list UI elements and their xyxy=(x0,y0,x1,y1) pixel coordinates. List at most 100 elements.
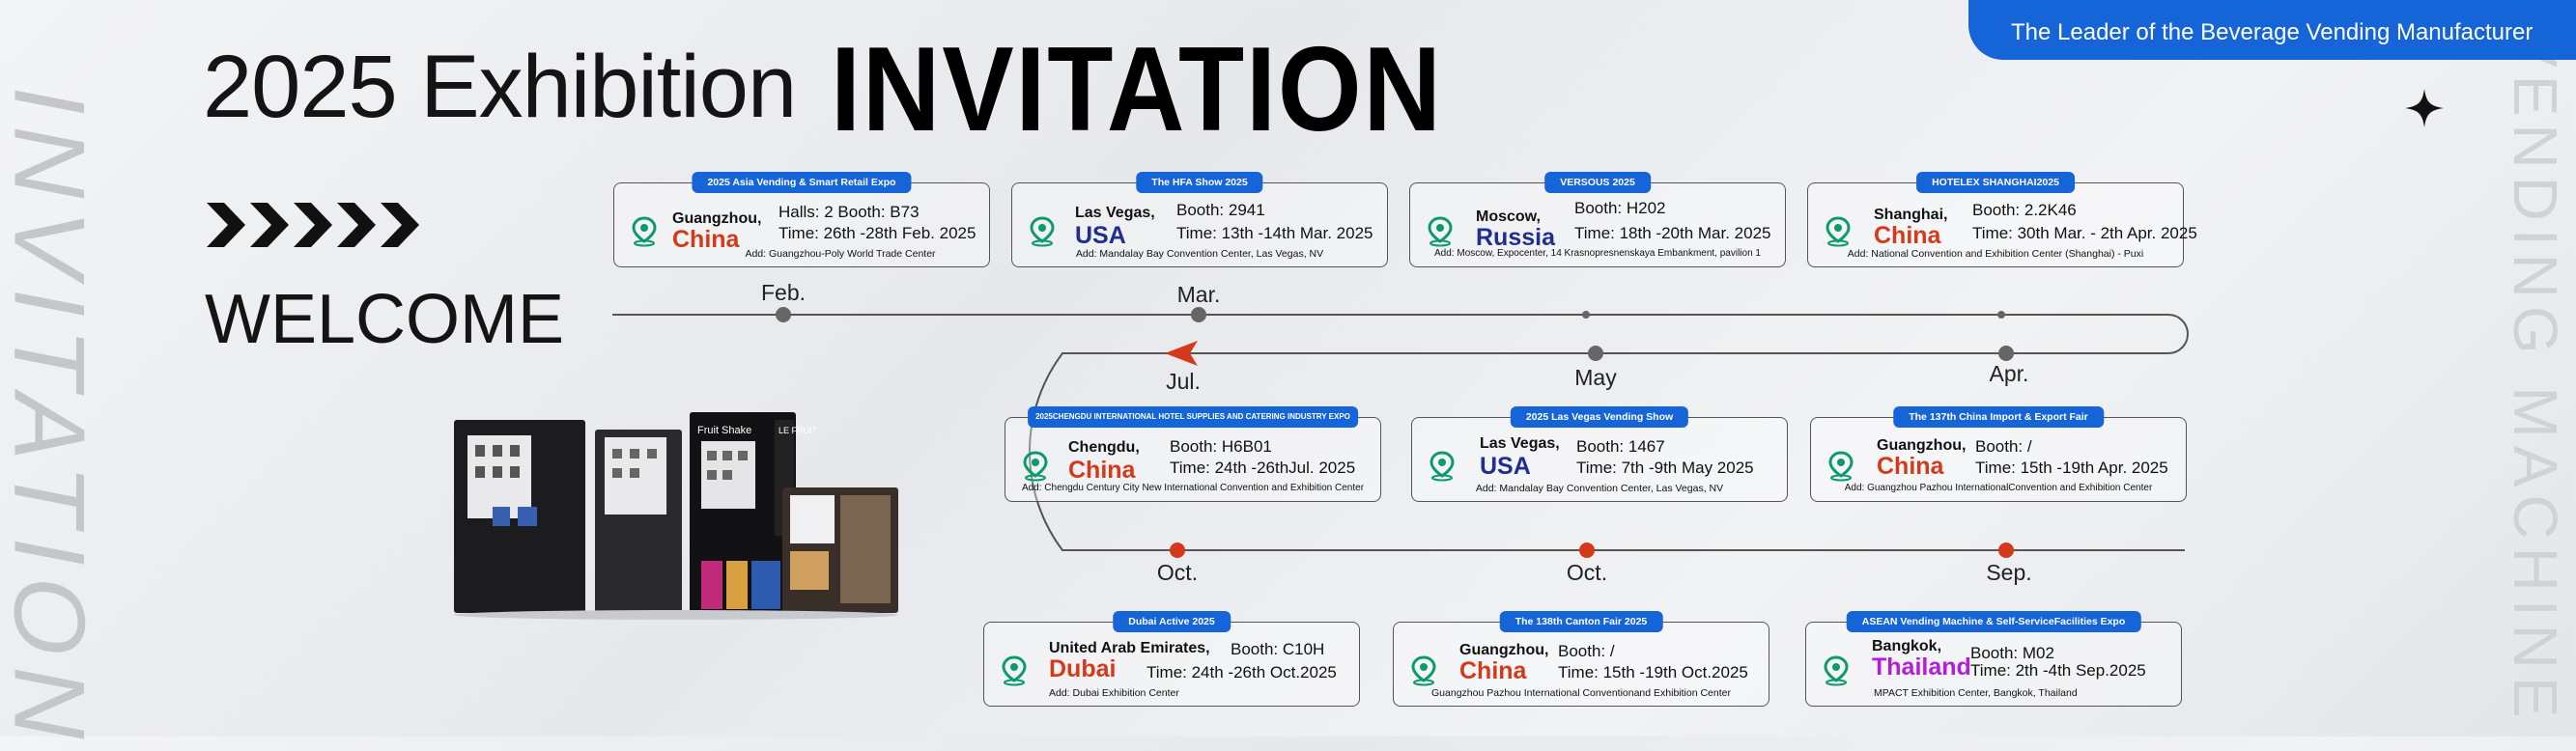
event-time: Time: 2th -4th Sep.2025 xyxy=(1970,661,2146,680)
event-city: Las Vegas, xyxy=(1480,435,1560,452)
event-card: 2025 Las Vegas Vending Show Las Vegas, U… xyxy=(1411,406,1788,502)
event-time: Time: 24th -26th Oct.2025 xyxy=(1146,663,1337,681)
timeline-dot xyxy=(1579,542,1595,558)
location-pin-icon xyxy=(1002,655,1027,686)
event-time: Time: 7th -9th May 2025 xyxy=(1576,459,1754,477)
event-card: The HFA Show 2025 Las Vegas, USA Booth: … xyxy=(1011,172,1388,267)
event-booth: Booth: / xyxy=(1558,642,1615,660)
timeline-dot xyxy=(1191,307,1206,322)
timeline-dot xyxy=(1588,346,1603,361)
location-pin-icon xyxy=(1430,451,1455,482)
event-booth: Booth: 2941 xyxy=(1176,201,1265,219)
timeline-dot xyxy=(1998,542,2014,558)
event-booth: Halls: 2 Booth: B73 xyxy=(778,203,920,221)
event-city: Guangzhou, xyxy=(1877,437,1967,454)
month-label: Feb. xyxy=(760,280,807,305)
vending-machines-image: Fruit Shake LE FRUIT xyxy=(454,412,898,620)
event-booth: Booth: M02 xyxy=(1970,644,2054,662)
timeline-dot xyxy=(1582,311,1590,319)
event-booth: Booth: H6B01 xyxy=(1170,437,1272,456)
le-fruit-screen-text: LE FRUIT xyxy=(778,426,818,435)
timeline-dot xyxy=(1998,346,2014,361)
event-address: Add: Guangzhou-Poly World Trade Center xyxy=(745,248,936,260)
event-address: Add: Chengdu Century City New Internatio… xyxy=(1021,483,1365,493)
event-name: HOTELEX SHANGHAI2025 xyxy=(1916,172,2075,193)
event-time: Time: 15th -19th Apr. 2025 xyxy=(1975,459,2168,477)
event-country: Thailand xyxy=(1872,654,1971,681)
event-card: 2025 Asia Vending & Smart Retail Expo Gu… xyxy=(613,172,990,267)
event-city: Moscow, xyxy=(1476,209,1541,225)
event-booth: Booth: H202 xyxy=(1574,199,1666,217)
month-label: Oct. xyxy=(1156,560,1199,585)
event-country: Russia xyxy=(1476,224,1555,251)
tagline-banner xyxy=(1968,0,2576,60)
invitation-title: INVITATION xyxy=(831,23,1443,156)
chevron-right-icon xyxy=(207,203,419,247)
event-time: Time: 26th -28th Feb. 2025 xyxy=(778,224,977,242)
event-address: Add: Dubai Exhibition Center xyxy=(1049,687,1179,699)
event-name: The 137th China Import & Export Fair xyxy=(1893,406,2104,428)
event-name: The 138th Canton Fair 2025 xyxy=(1499,611,1663,632)
event-address: Add: Guangzhou Pazhou InternationalConve… xyxy=(1844,483,2153,493)
event-booth: Booth: / xyxy=(1975,437,2032,456)
event-card: HOTELEX SHANGHAI2025 Shanghai, China Boo… xyxy=(1807,172,2197,267)
location-pin-icon xyxy=(632,216,657,247)
event-city: United Arab Emirates, xyxy=(1049,640,1210,656)
event-country: USA xyxy=(1075,222,1126,249)
timeline-dot xyxy=(1170,542,1185,558)
event-time: Time: 24th -26thJul. 2025 xyxy=(1170,459,1356,477)
event-time: Time: 13th -14th Mar. 2025 xyxy=(1176,224,1373,242)
event-name: The HFA Show 2025 xyxy=(1136,172,1263,193)
event-city: Guangzhou, xyxy=(1459,642,1549,658)
event-address: Add: Mandalay Bay Convention Center, Las… xyxy=(1475,483,1724,494)
event-address: MPACT Exhibition Center, Bangkok, Thaila… xyxy=(1874,687,2078,699)
location-pin-icon xyxy=(1824,655,1849,686)
event-country: China xyxy=(1068,457,1136,484)
event-card: The 138th Canton Fair 2025 Guangzhou, Ch… xyxy=(1393,611,1769,707)
timeline-arrow-icon xyxy=(1165,341,1198,366)
event-time: Time: 30th Mar. - 2th Apr. 2025 xyxy=(1972,224,2197,242)
event-country: Dubai xyxy=(1049,655,1117,682)
location-pin-icon xyxy=(1030,216,1055,247)
location-pin-icon xyxy=(1023,451,1048,482)
event-card: 2025CHENGDU INTERNATIONAL HOTEL SUPPLIES… xyxy=(1005,406,1381,502)
month-label: Oct. xyxy=(1566,560,1608,585)
month-label: Sep. xyxy=(1986,560,2032,585)
event-country: USA xyxy=(1480,453,1531,480)
welcome-text: WELCOME xyxy=(205,281,565,358)
tagline-text: The Leader of the Beverage Vending Manuf… xyxy=(2011,19,2534,45)
event-country: China xyxy=(1874,222,1941,249)
event-city: Guangzhou, xyxy=(672,210,762,227)
exhibition-title: 2025 Exhibition xyxy=(203,38,797,136)
location-pin-icon xyxy=(1828,451,1854,482)
month-label: Apr. xyxy=(1989,361,2029,386)
event-name: ASEAN Vending Machine & Self-ServiceFaci… xyxy=(1846,611,2141,632)
event-address: Add: National Convention and Exhibition … xyxy=(1847,248,2144,260)
sparkle-star-icon xyxy=(2405,89,2444,127)
event-name: 2025CHENGDU INTERNATIONAL HOTEL SUPPLIES… xyxy=(1028,406,1358,428)
event-name: 2025 Asia Vending & Smart Retail Expo xyxy=(692,172,912,193)
location-pin-icon xyxy=(1826,216,1851,247)
event-name: VERSOUS 2025 xyxy=(1544,172,1651,193)
event-country: China xyxy=(1877,453,1944,480)
month-label: May xyxy=(1574,365,1617,390)
event-name: Dubai Active 2025 xyxy=(1113,611,1231,632)
location-pin-icon xyxy=(1411,655,1436,686)
location-pin-icon xyxy=(1428,216,1453,247)
fruit-shake-screen-text: Fruit Shake xyxy=(697,425,751,436)
event-address: Guangzhou Pazhou International Conventio… xyxy=(1431,687,1731,699)
event-country: China xyxy=(1459,657,1527,684)
event-city: Las Vegas, xyxy=(1075,205,1155,221)
event-city: Shanghai, xyxy=(1874,207,1948,223)
event-address: Add: Moscow, Expocenter, 14 Krasnopresne… xyxy=(1434,248,1761,259)
event-card: VERSOUS 2025 Moscow, Russia Booth: H202 … xyxy=(1409,172,1786,267)
event-booth: Booth: 2.2K46 xyxy=(1972,201,2077,219)
event-city: Bangkok, xyxy=(1872,638,1942,654)
event-country: China xyxy=(672,226,740,253)
timeline-dot xyxy=(1997,311,2005,319)
event-card: Dubai Active 2025 United Arab Emirates, … xyxy=(983,611,1360,707)
event-card: ASEAN Vending Machine & Self-ServiceFaci… xyxy=(1805,611,2182,707)
month-label: Mar. xyxy=(1176,282,1221,307)
event-booth: Booth: 1467 xyxy=(1576,437,1665,456)
event-name: 2025 Las Vegas Vending Show xyxy=(1510,406,1689,428)
